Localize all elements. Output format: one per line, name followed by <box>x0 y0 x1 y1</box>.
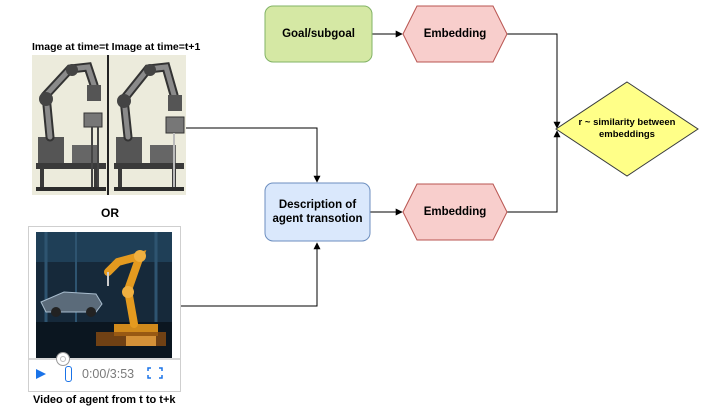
edge-embedding-top-to-similarity <box>507 33 561 129</box>
similarity-line1: r ~ similarity between <box>578 117 676 128</box>
similarity-node <box>555 81 699 177</box>
embedding-top-node <box>402 5 508 63</box>
edge-images-to-description <box>186 127 321 183</box>
edge-embedding-bottom-to-similarity <box>507 130 561 213</box>
similarity-line2: embeddings <box>599 129 655 140</box>
robot-arm-t1 <box>114 62 185 191</box>
embedding-top-label: Embedding <box>423 28 487 40</box>
description-line1: Description of <box>278 199 357 211</box>
similarity-label: r ~ similarity between embeddings <box>556 82 698 176</box>
video-frame[interactable] <box>36 232 172 359</box>
play-icon[interactable] <box>36 369 46 379</box>
video-caption: Video of agent from t to t+k <box>33 394 176 406</box>
fullscreen-icon[interactable] <box>147 367 163 379</box>
edge-video-to-description <box>180 242 321 307</box>
embedding-bottom-node <box>402 183 508 241</box>
description-node <box>264 182 371 242</box>
or-label: OR <box>101 206 119 220</box>
scrubber-handle-icon[interactable] <box>56 352 70 366</box>
progress-bar[interactable] <box>29 358 180 360</box>
video-time: 0:00/3:53 <box>82 367 135 381</box>
goal-label: Goal/subgoal <box>282 28 355 40</box>
robot-image-pair <box>32 55 186 195</box>
embedding-bottom-label: Embedding <box>423 206 487 218</box>
robot-arm-illustration <box>32 55 186 195</box>
volume-icon[interactable] <box>65 366 72 382</box>
robot-arm-t <box>36 62 106 191</box>
image-caption: Image at time=t Image at time=t+1 <box>32 41 201 53</box>
goal-node <box>264 5 373 63</box>
description-line2: agent transotion <box>272 213 363 225</box>
video-player[interactable]: 0:00/3:53 <box>28 226 181 392</box>
factory-robot-illustration <box>36 232 172 359</box>
description-label: Description of agent transotion <box>265 183 370 241</box>
